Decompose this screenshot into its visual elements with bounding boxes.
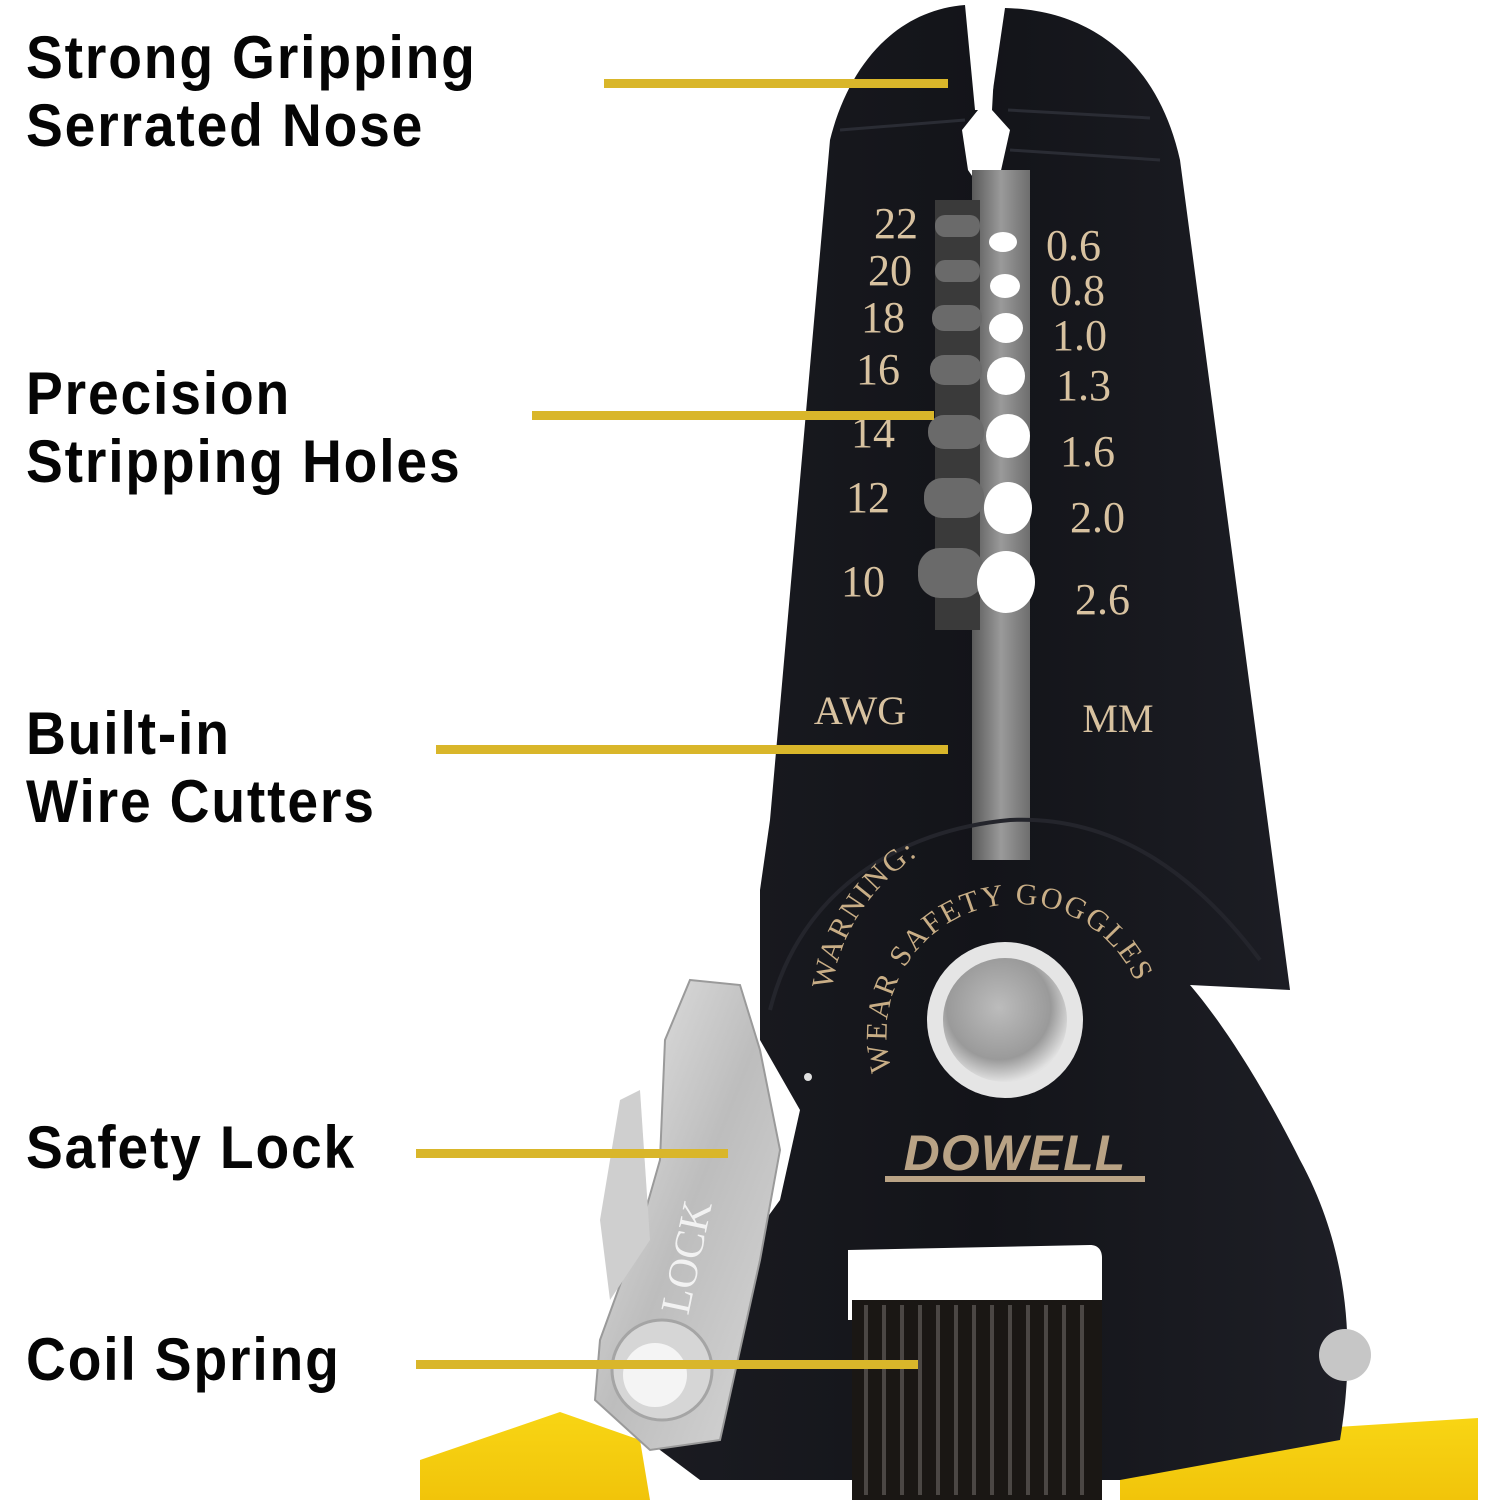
leader-line-holes <box>532 411 934 420</box>
brand-logo: DOWELL <box>904 1125 1127 1181</box>
svg-text:12: 12 <box>846 473 890 522</box>
pivot-plate <box>768 817 1262 1011</box>
svg-text:1.6: 1.6 <box>1060 427 1115 476</box>
svg-text:0.8: 0.8 <box>1050 266 1105 315</box>
callout-line: Precision <box>26 360 292 427</box>
stripping-notches <box>918 215 984 598</box>
svg-text:2.6: 2.6 <box>1075 575 1130 624</box>
callout-line: Serrated Nose <box>26 92 425 159</box>
svg-text:0.6: 0.6 <box>1046 221 1101 270</box>
mm-scale: 0.6 0.8 1.0 1.3 1.6 2.0 2.6 MM <box>1046 221 1154 741</box>
nose-gap <box>962 0 1010 195</box>
svg-text:22: 22 <box>874 199 918 248</box>
svg-text:16: 16 <box>856 345 900 394</box>
safety-lock-tab: LOCK <box>593 978 782 1452</box>
right-handle <box>1120 1418 1478 1500</box>
coil-spring <box>852 1300 1102 1500</box>
svg-text:18: 18 <box>861 293 905 342</box>
leader-line-lock <box>416 1149 728 1158</box>
leader-line-spring <box>416 1360 918 1369</box>
svg-text:2.0: 2.0 <box>1070 493 1125 542</box>
left-handle <box>420 1412 650 1500</box>
callout-line: Strong Gripping <box>26 24 477 91</box>
stripping-holes <box>977 232 1035 613</box>
svg-text:MM: MM <box>1082 696 1153 741</box>
svg-text:20: 20 <box>868 246 912 295</box>
callout-line: Coil Spring <box>26 1326 341 1393</box>
svg-text:AWG: AWG <box>814 688 906 733</box>
callout-line: Stripping Holes <box>26 428 462 495</box>
leader-line-cutters <box>436 745 948 754</box>
svg-text:1.3: 1.3 <box>1056 361 1111 410</box>
callout-safety-lock: Safety Lock <box>26 1114 356 1182</box>
callout-coil-spring: Coil Spring <box>26 1326 341 1394</box>
leader-line-nose <box>604 79 948 88</box>
svg-text:1.0: 1.0 <box>1052 311 1107 360</box>
handle-rivet <box>1319 1329 1371 1381</box>
callout-line: Wire Cutters <box>26 768 376 835</box>
callout-stripping-holes: Precision Stripping Holes <box>26 360 461 496</box>
callout-wire-cutters: Built-in Wire Cutters <box>26 700 376 836</box>
callout-line: Safety Lock <box>26 1114 357 1181</box>
svg-text:10: 10 <box>841 557 885 606</box>
callout-line: Built-in <box>26 700 231 767</box>
callout-serrated-nose: Strong Gripping Serrated Nose <box>26 24 477 160</box>
